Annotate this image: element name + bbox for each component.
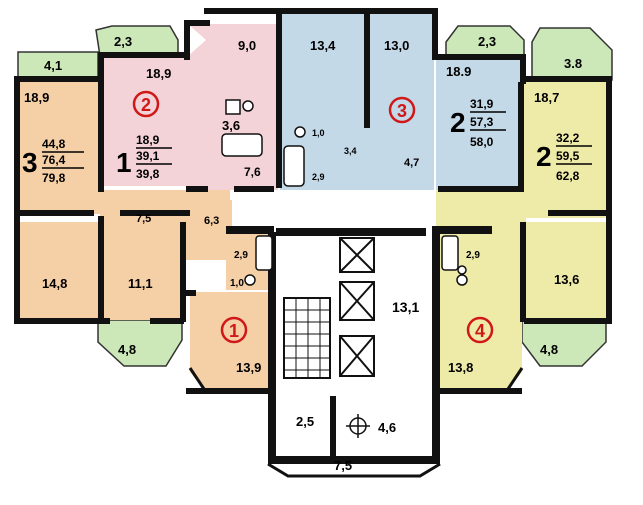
label-13-0: 13,0 <box>384 38 409 53</box>
label-3-4: 3,4 <box>344 146 357 156</box>
label-13-4: 13,4 <box>310 38 336 53</box>
label-2-3-a: 2,3 <box>114 34 132 49</box>
label-14-8: 14,8 <box>42 276 67 291</box>
label-18-9-c: 18.9 <box>446 64 471 79</box>
room-14-8 <box>18 222 100 320</box>
label-11-1: 11,1 <box>128 276 153 291</box>
plumbing-fixtures <box>221 99 468 286</box>
apartment-label-2room-blue: 2 31,9 57,3 58,0 <box>450 97 506 149</box>
label-4-8-a: 4,8 <box>118 342 136 357</box>
stairwell <box>283 297 331 379</box>
label-7-6: 7,6 <box>244 165 261 179</box>
label-7-5-b: 7,5 <box>334 458 352 473</box>
apartment-label-3room: 3 44,8 76,4 79,8 <box>22 137 84 185</box>
marker-4: 4 <box>466 316 494 344</box>
room-13-0 <box>368 14 434 190</box>
marker-2: 2 <box>132 90 160 118</box>
marker-3: 3 <box>388 96 416 124</box>
room-11-1 <box>100 230 182 320</box>
label-13-6: 13,6 <box>554 272 579 287</box>
marker-1: 1 <box>220 316 248 344</box>
total-area-1: 39,1 <box>136 149 160 163</box>
apartment-2room-blue <box>280 14 522 190</box>
svg-text:4: 4 <box>475 321 485 341</box>
svg-text:3: 3 <box>397 101 407 121</box>
rooms-count-1: 1 <box>116 147 132 178</box>
elevators <box>339 237 375 377</box>
label-13-9: 13,9 <box>236 360 261 375</box>
room-yellow-hall <box>436 190 526 230</box>
balcony-area-1: 39,8 <box>136 167 160 181</box>
label-1-0-b: 1,0 <box>230 278 244 289</box>
svg-text:2: 2 <box>141 95 151 115</box>
balcony-area-2b: 62,8 <box>556 169 580 183</box>
label-2-9-b: 2,9 <box>234 250 248 261</box>
balcony-top-right-2 <box>531 27 613 81</box>
label-2-3-b: 2,3 <box>478 34 496 49</box>
label-6-3: 6,3 <box>204 215 219 227</box>
label-1-0-a: 1,0 <box>312 128 325 138</box>
label-9-0: 9,0 <box>238 38 256 53</box>
balcony-top-left-2 <box>95 25 179 57</box>
label-18-9-b: 18,9 <box>146 66 171 81</box>
room-labels: 4,1 18,9 2,3 18,9 9,0 13,4 13,0 2,3 18.9… <box>24 34 582 473</box>
label-4-6: 4,6 <box>378 420 396 435</box>
balcony-area-3: 79,8 <box>42 171 66 185</box>
svg-text:1: 1 <box>229 321 239 341</box>
balcony-area-2a: 58,0 <box>470 135 494 149</box>
total-area-2b: 59,5 <box>556 149 580 163</box>
walls <box>14 8 612 464</box>
room-living-18-9-left <box>18 80 100 214</box>
rooms-count-3: 3 <box>22 147 38 178</box>
label-18-9-a: 18,9 <box>24 90 49 105</box>
label-2-9-a: 2,9 <box>312 172 325 182</box>
label-4-7: 4,7 <box>404 157 419 169</box>
balcony-bottom-right <box>521 319 607 367</box>
living-area-3: 44,8 <box>42 137 66 151</box>
label-3-8: 3.8 <box>564 56 582 71</box>
living-area-2a: 31,9 <box>470 97 494 111</box>
apartment-label-2room-yellow: 2 32,2 59,5 62,8 <box>536 131 592 183</box>
balcony-bottom-left <box>97 319 183 367</box>
label-13-1: 13,1 <box>392 299 419 315</box>
label-2-5: 2,5 <box>296 414 314 429</box>
room-hall-6-3 <box>182 200 232 260</box>
living-area-2b: 32,2 <box>556 131 580 145</box>
label-4-8-b: 4,8 <box>540 342 558 357</box>
room-13-6 <box>522 222 608 320</box>
chute-icon <box>346 414 370 438</box>
apartment-3room <box>18 80 272 392</box>
label-2-9-c: 2,9 <box>466 250 480 261</box>
apartment-label-1room: 1 18,9 39,1 39,8 <box>116 133 172 181</box>
rooms-count-2a: 2 <box>450 107 466 138</box>
living-area-1: 18,9 <box>136 133 160 147</box>
room-18-7 <box>522 80 608 218</box>
apartment-markers: 2 3 1 4 <box>132 90 494 344</box>
label-4-1: 4,1 <box>44 58 62 73</box>
label-18-7: 18,7 <box>534 90 559 105</box>
room-18-9-blue <box>436 58 522 190</box>
bay-windows <box>188 367 524 478</box>
label-3-6: 3,6 <box>222 118 240 133</box>
total-area-2a: 57,3 <box>470 115 494 129</box>
label-7-5-a: 7,5 <box>136 213 151 225</box>
total-area-3: 76,4 <box>42 153 66 167</box>
rooms-count-2b: 2 <box>536 141 552 172</box>
label-13-8: 13,8 <box>448 360 473 375</box>
